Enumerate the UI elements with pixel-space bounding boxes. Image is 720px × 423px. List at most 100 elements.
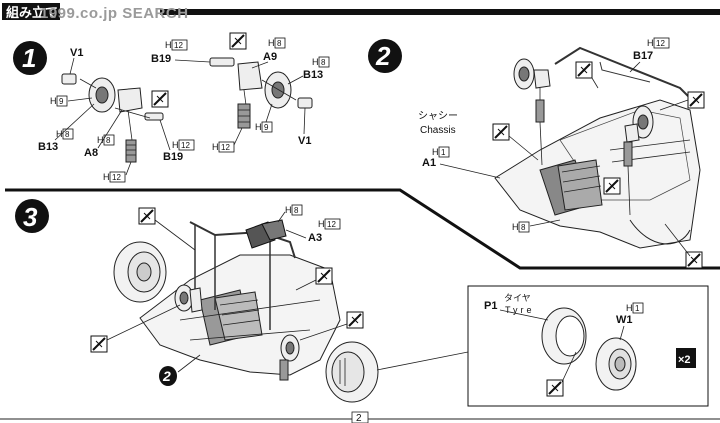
svg-text:H: H	[103, 172, 110, 182]
sub-step-2-badge: 2	[159, 354, 201, 386]
h8-tag-a3: H 8	[277, 204, 303, 223]
cement-icon	[138, 207, 156, 225]
svg-text:12: 12	[112, 173, 121, 182]
page-number: 2	[0, 411, 720, 423]
svg-text:H: H	[165, 40, 172, 50]
right-upright-assembly	[209, 57, 313, 129]
label-a1: A1	[422, 157, 436, 169]
svg-text:12: 12	[174, 41, 183, 50]
cement-icon	[603, 177, 621, 195]
step-3: 3	[15, 199, 379, 403]
quantity-badge: ×2	[676, 348, 696, 368]
svg-text:9: 9	[264, 123, 269, 132]
h12-tag-b19-right: H 12	[165, 39, 188, 51]
svg-text:8: 8	[106, 136, 111, 145]
h1-tag-a1: H 1	[432, 146, 450, 158]
cement-icon	[90, 335, 108, 353]
label-a8: A8	[84, 147, 98, 159]
h12-tag-right-bottom: H 12	[212, 127, 243, 153]
svg-text:1: 1	[635, 304, 640, 313]
svg-text:12: 12	[656, 39, 665, 48]
tyre-inset: P1 タイヤ Tyre H 1 W1 ×2	[467, 285, 709, 407]
cement-icon	[346, 311, 364, 329]
label-b19-left: B19	[163, 151, 183, 163]
label-v1-right: V1	[298, 135, 311, 147]
watermark: 1999.co.jp SEARCH	[40, 5, 189, 22]
svg-text:H: H	[212, 142, 219, 152]
header-band: 組み立て 1999.co.jp SEARCH	[0, 0, 720, 22]
h8-tag-a9: H 8	[268, 37, 286, 49]
h12-tag-b19-left: H 12	[172, 139, 195, 151]
cement-icon	[575, 61, 593, 79]
svg-text:H: H	[172, 140, 179, 150]
label-b17: B17	[633, 50, 653, 62]
cement-icon	[546, 379, 564, 397]
wheel-w1	[595, 337, 637, 391]
h9-tag-right: H 9	[255, 103, 273, 133]
svg-text:12: 12	[327, 220, 336, 229]
h12-tag-left-bottom: H 12	[103, 161, 132, 183]
step-divider	[5, 188, 720, 270]
svg-text:12: 12	[221, 143, 230, 152]
cement-icon	[151, 90, 169, 108]
cement-icon	[687, 91, 705, 109]
header-title: 組み立て	[6, 5, 58, 20]
chassis-rear	[494, 99, 701, 249]
h12-tag-b17: H 12	[647, 37, 670, 49]
h1-tag-w1: H 1	[626, 302, 644, 314]
label-b19-right: B19	[151, 53, 171, 65]
step-2: 2	[368, 37, 705, 269]
label-v1-left: V1	[70, 47, 83, 59]
label-a9: A9	[263, 51, 277, 63]
cement-icon	[685, 251, 703, 269]
label-chassis-jp: シャシー	[418, 111, 458, 122]
svg-text:8: 8	[321, 58, 326, 67]
tyre-p1	[541, 307, 587, 365]
part-a3	[245, 219, 287, 249]
svg-text:H: H	[56, 129, 63, 139]
rear-hub	[279, 334, 300, 381]
svg-text:H: H	[50, 96, 57, 106]
h9-tag-left: H 9	[50, 95, 93, 107]
label-tyre-jp: タイヤ	[504, 293, 531, 303]
svg-text:H: H	[97, 135, 104, 145]
cement-icon	[492, 123, 510, 141]
rear-right-hub	[623, 105, 654, 216]
svg-text:2: 2	[356, 413, 362, 423]
svg-text:2: 2	[375, 41, 391, 71]
svg-text:1: 1	[22, 43, 36, 73]
left-upright-assembly	[61, 73, 164, 163]
svg-text:H: H	[285, 205, 292, 215]
step-1-badge: 1	[13, 41, 47, 75]
rear-left-hub	[513, 58, 551, 166]
svg-text:H: H	[312, 57, 319, 67]
label-p1: P1	[484, 300, 497, 312]
label-b13-left: B13	[38, 141, 58, 153]
svg-text:×2: ×2	[678, 354, 691, 366]
cement-icon	[229, 32, 247, 50]
svg-text:H: H	[626, 303, 633, 313]
front-left-wheel	[113, 241, 167, 303]
label-b13-right: B13	[303, 69, 323, 81]
cement-icon	[315, 267, 333, 285]
svg-text:8: 8	[65, 130, 70, 139]
svg-text:9: 9	[59, 97, 64, 106]
svg-text:8: 8	[277, 39, 282, 48]
h8-tag-left: H 8	[56, 128, 74, 140]
svg-text:H: H	[318, 219, 325, 229]
svg-text:H: H	[432, 147, 439, 157]
chassis-complete	[139, 254, 341, 376]
h12-tag-a3: H 12	[318, 218, 341, 230]
step-3-badge: 3	[15, 199, 49, 233]
svg-text:H: H	[268, 38, 275, 48]
svg-text:12: 12	[181, 141, 190, 150]
step-1: 1 V1 H 9 H 8 B13	[13, 32, 330, 183]
svg-text:3: 3	[23, 202, 38, 232]
label-chassis-en: Chassis	[420, 125, 456, 136]
svg-text:8: 8	[294, 206, 299, 215]
label-w1: W1	[616, 314, 633, 326]
front-hub	[174, 284, 203, 313]
svg-text:H: H	[647, 38, 654, 48]
rear-right-wheel	[325, 341, 379, 403]
